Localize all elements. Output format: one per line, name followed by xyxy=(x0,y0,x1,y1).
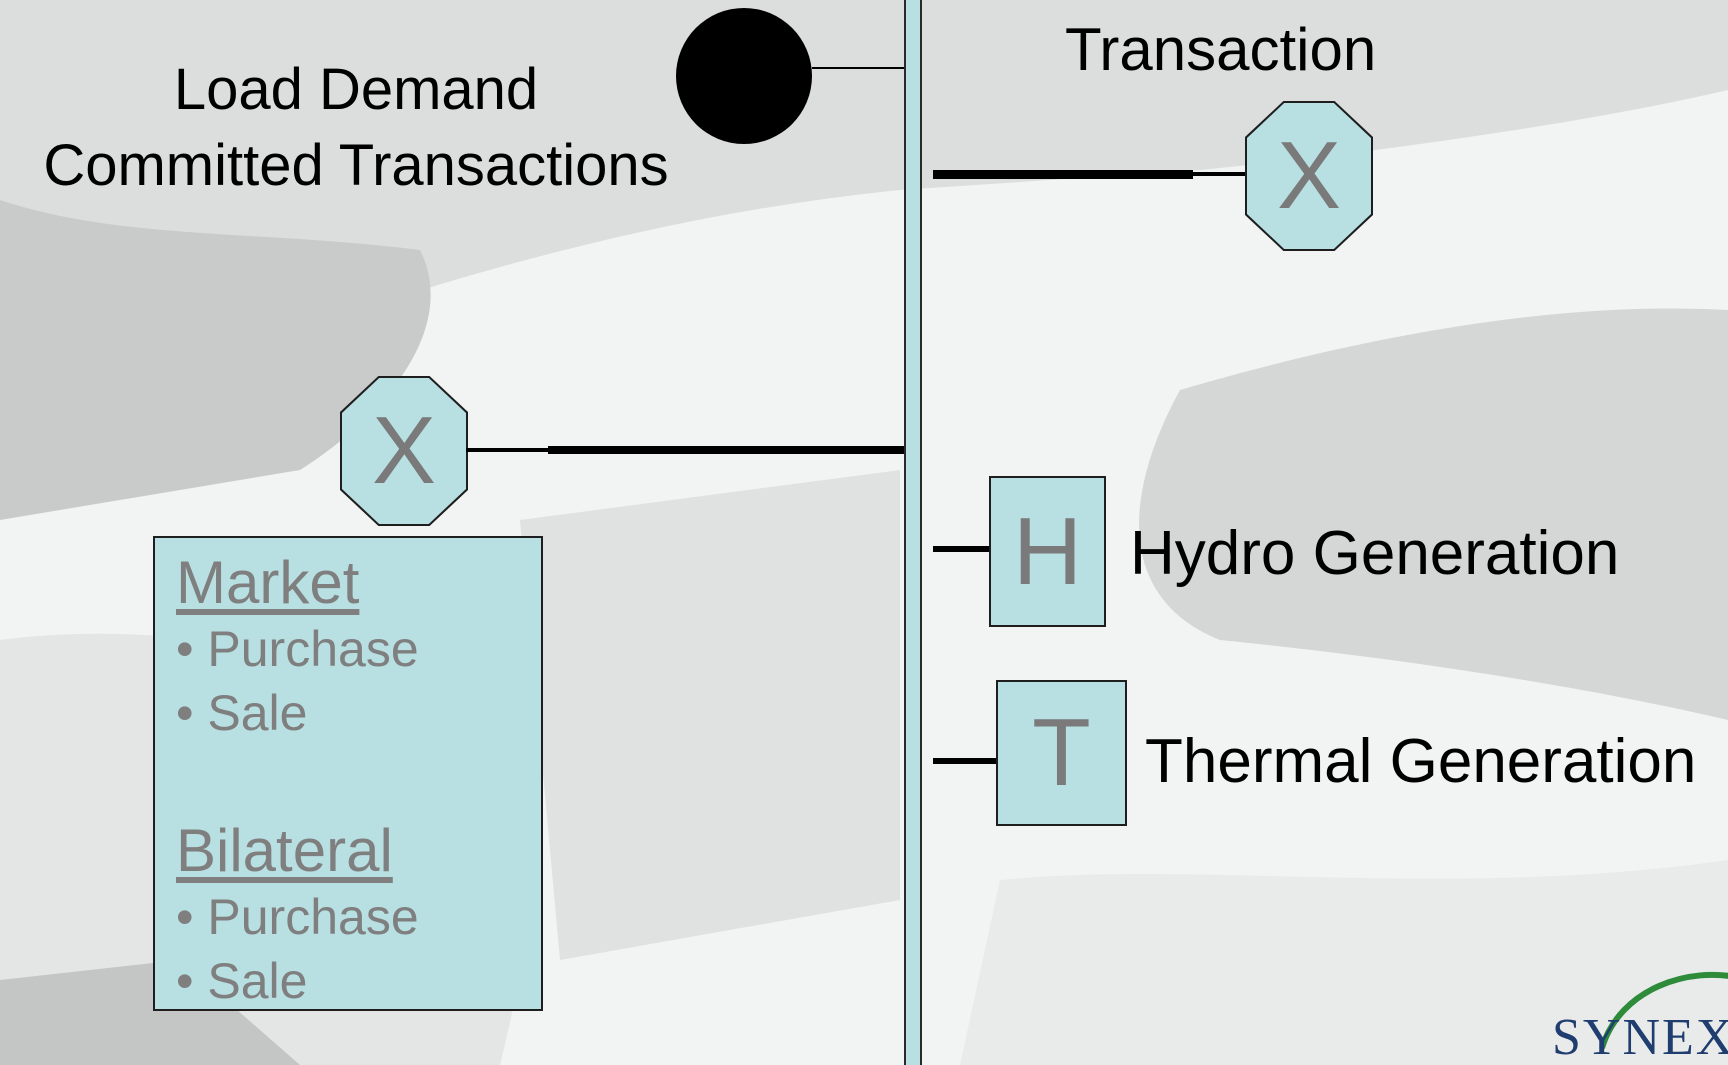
bilateral-sale-item: • Sale xyxy=(176,953,308,1009)
bilateral-purchase-item: • Purchase xyxy=(176,889,419,945)
transaction-label: Transaction xyxy=(1065,16,1377,83)
bus-bar xyxy=(904,0,922,1065)
thermal-generation-label: Thermal Generation xyxy=(1145,727,1697,796)
logo-swoosh-icon xyxy=(1599,971,1728,1049)
load-node-circle xyxy=(676,8,812,144)
thermal-generator-box: T xyxy=(996,680,1127,826)
market-connector-thin xyxy=(466,448,550,452)
logo-text: SYNEX xyxy=(1552,1009,1728,1065)
transaction-types-panel: Market • Purchase • Sale Bilateral • Pur… xyxy=(153,536,543,1011)
market-connector-thick xyxy=(548,446,904,454)
market-transaction-node: X xyxy=(340,376,468,526)
committed-transactions-label: Committed Transactions xyxy=(43,133,669,198)
load-demand-label: Load Demand xyxy=(173,57,539,122)
market-transaction-symbol: X xyxy=(342,378,466,524)
hydro-connector-line xyxy=(933,546,991,552)
transaction-connector-thin xyxy=(1190,172,1248,176)
transaction-connector-thick xyxy=(933,170,1193,179)
market-purchase-item: • Purchase xyxy=(176,621,419,677)
hydro-generator-box: H xyxy=(989,476,1106,627)
thermal-symbol: T xyxy=(1032,699,1091,806)
thermal-connector-line xyxy=(933,758,999,764)
transaction-node: X xyxy=(1245,101,1373,251)
market-heading: Market xyxy=(176,549,360,616)
hydro-generation-label: Hydro Generation xyxy=(1130,519,1620,588)
synex-logo: SYNEX xyxy=(1540,968,1728,1065)
bilateral-heading: Bilateral xyxy=(176,817,393,884)
load-connector-line xyxy=(812,67,904,69)
hydro-symbol: H xyxy=(1012,497,1083,605)
transaction-symbol: X xyxy=(1247,103,1371,249)
market-sale-item: • Sale xyxy=(176,685,308,741)
